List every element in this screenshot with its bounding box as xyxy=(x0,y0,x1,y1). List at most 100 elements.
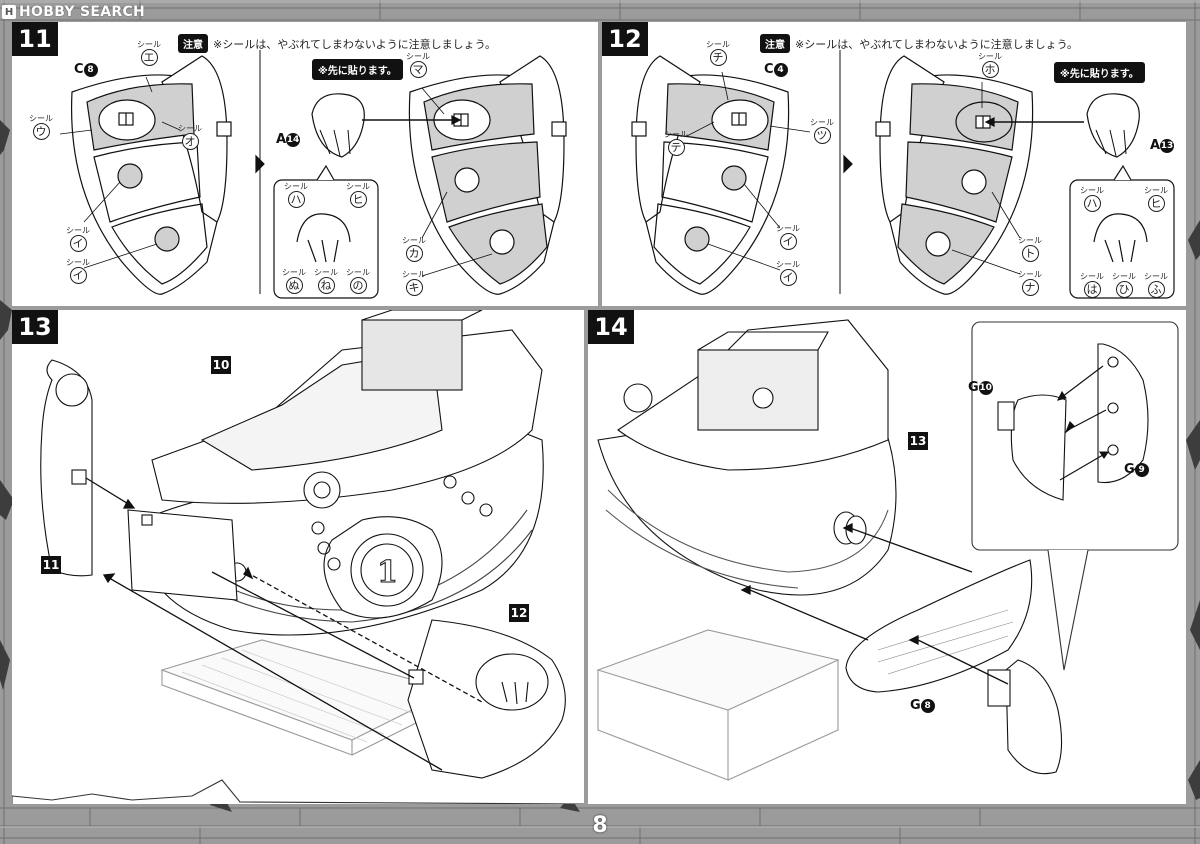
seal-code: カ xyxy=(405,245,423,262)
seal-word: シール xyxy=(29,114,53,123)
seal-label-i2: シールイ xyxy=(776,260,800,286)
page-number: 8 xyxy=(592,813,608,838)
caution-badge: 注意 xyxy=(178,34,208,53)
step-14-line-art xyxy=(596,319,1179,781)
part-a13: A13 xyxy=(1150,138,1175,153)
part-letter: G xyxy=(910,698,921,713)
step-12-panel: 12 注意 ※シールは、やぶれてしまわないように注意しましょう。 ※先に貼ります… xyxy=(602,22,1186,306)
seal-word: シール xyxy=(810,118,834,127)
seal-label-fu: シールふ xyxy=(1144,272,1168,298)
seal-word: シール xyxy=(314,268,338,277)
seal-word: シール xyxy=(776,224,800,233)
part-a14: A14 xyxy=(276,132,301,147)
caution-note: 注意 ※シールは、やぶれてしまわないように注意しましょう。 xyxy=(760,34,1078,53)
seal-code: チ xyxy=(709,49,727,66)
seal-word: シール xyxy=(66,258,90,267)
seal-label-tsu: シールツ xyxy=(810,118,834,144)
seal-code: ナ xyxy=(1021,279,1039,296)
caution-text: ※シールは、やぶれてしまわないように注意しましょう。 xyxy=(795,37,1079,51)
seal-word: シール xyxy=(1018,236,1042,245)
seal-label-chi: シールチ xyxy=(706,40,730,66)
part-number: 4 xyxy=(773,62,788,77)
seal-label-ho: シールホ xyxy=(978,52,1002,78)
caution-text: ※シールは、やぶれてしまわないように注意しましょう。 xyxy=(213,37,497,51)
seal-code: ヒ xyxy=(349,191,367,208)
seal-label-to: シールト xyxy=(1018,236,1042,262)
seal-label-hi2: シールひ xyxy=(1112,272,1136,298)
part-number: 9 xyxy=(1134,462,1149,477)
seal-code: イ xyxy=(69,267,87,284)
step-11-panel: 11 注意 ※シールは、やぶれてしまわないように注意しましょう。 ※先に貼ります… xyxy=(12,22,598,306)
seal-label-i1: シールイ xyxy=(776,224,800,250)
step-14-panel: 14 xyxy=(588,310,1186,804)
part-letter: A xyxy=(1150,138,1161,153)
seal-label-ka: シールカ xyxy=(402,236,426,262)
site-name: HOBBY SEARCH xyxy=(19,4,146,20)
pre-apply-badge: ※先に貼ります。 xyxy=(1054,62,1145,83)
seal-code: テ xyxy=(667,139,685,156)
svg-text:1: 1 xyxy=(377,555,398,590)
seal-label-no: シールの xyxy=(346,268,370,294)
seal-code: オ xyxy=(181,133,199,150)
caution-note: 注意 ※シールは、やぶれてしまわないように注意しましょう。 xyxy=(178,34,496,53)
step-12-line-art xyxy=(631,50,1175,299)
seal-label-ha: シールハ xyxy=(1080,186,1104,212)
part-g10: G10 xyxy=(968,380,993,395)
seal-code: イ xyxy=(779,233,797,250)
seal-word: シール xyxy=(1144,186,1168,195)
seal-word: シール xyxy=(1144,272,1168,281)
seal-word: シール xyxy=(66,226,90,235)
part-number: 10 xyxy=(978,380,993,395)
part-letter: C xyxy=(74,62,84,77)
seal-label-ne: シールね xyxy=(314,268,338,294)
seal-label-o: シールオ xyxy=(178,124,202,150)
seal-code: ね xyxy=(317,277,335,294)
seal-code: エ xyxy=(140,49,158,66)
seal-label-hi: シールヒ xyxy=(1144,186,1168,212)
seal-label-i2: シールイ xyxy=(66,258,90,284)
site-logo[interactable]: H HOBBY SEARCH xyxy=(2,2,145,22)
part-letter: G xyxy=(968,380,979,395)
seal-word: シール xyxy=(346,182,370,191)
seal-label-e: シールエ xyxy=(137,40,161,66)
part-number: 13 xyxy=(1160,138,1175,153)
ref-step-13: 13 xyxy=(908,432,928,450)
ref-step-11: 11 xyxy=(41,556,61,574)
part-letter: C xyxy=(764,62,774,77)
seal-label-i1: シールイ xyxy=(66,226,90,252)
seal-word: シール xyxy=(137,40,161,49)
step-13-panel: 13 xyxy=(12,310,584,804)
part-number: 14 xyxy=(286,132,301,147)
seal-word: シール xyxy=(402,236,426,245)
seal-label-ma: シールマ xyxy=(406,52,430,78)
pre-apply-badge: ※先に貼ります。 xyxy=(312,59,403,80)
seal-label-nu: シールぬ xyxy=(282,268,306,294)
seal-word: シール xyxy=(406,52,430,61)
seal-label-u: シールウ xyxy=(29,114,53,140)
seal-code: の xyxy=(349,277,367,294)
seal-word: シール xyxy=(706,40,730,49)
logo-mark-icon: H xyxy=(2,5,16,19)
seal-word: シール xyxy=(178,124,202,133)
seal-word: シール xyxy=(978,52,1002,61)
seal-word: シール xyxy=(776,260,800,269)
part-number: 8 xyxy=(83,62,98,77)
ref-step-10: 10 xyxy=(211,356,231,374)
step-13-line-art: 1 xyxy=(12,310,584,804)
seal-code: ヒ xyxy=(1147,195,1165,212)
seal-code: マ xyxy=(409,61,427,78)
seal-code: イ xyxy=(69,235,87,252)
seal-code: ハ xyxy=(1083,195,1101,212)
seal-label-hi: シールヒ xyxy=(346,182,370,208)
part-letter: A xyxy=(276,132,287,147)
step-number: 12 xyxy=(602,22,648,56)
seal-code: ひ xyxy=(1115,281,1133,298)
seal-word: シール xyxy=(402,270,426,279)
step-number: 11 xyxy=(12,22,58,56)
seal-word: シール xyxy=(282,268,306,277)
